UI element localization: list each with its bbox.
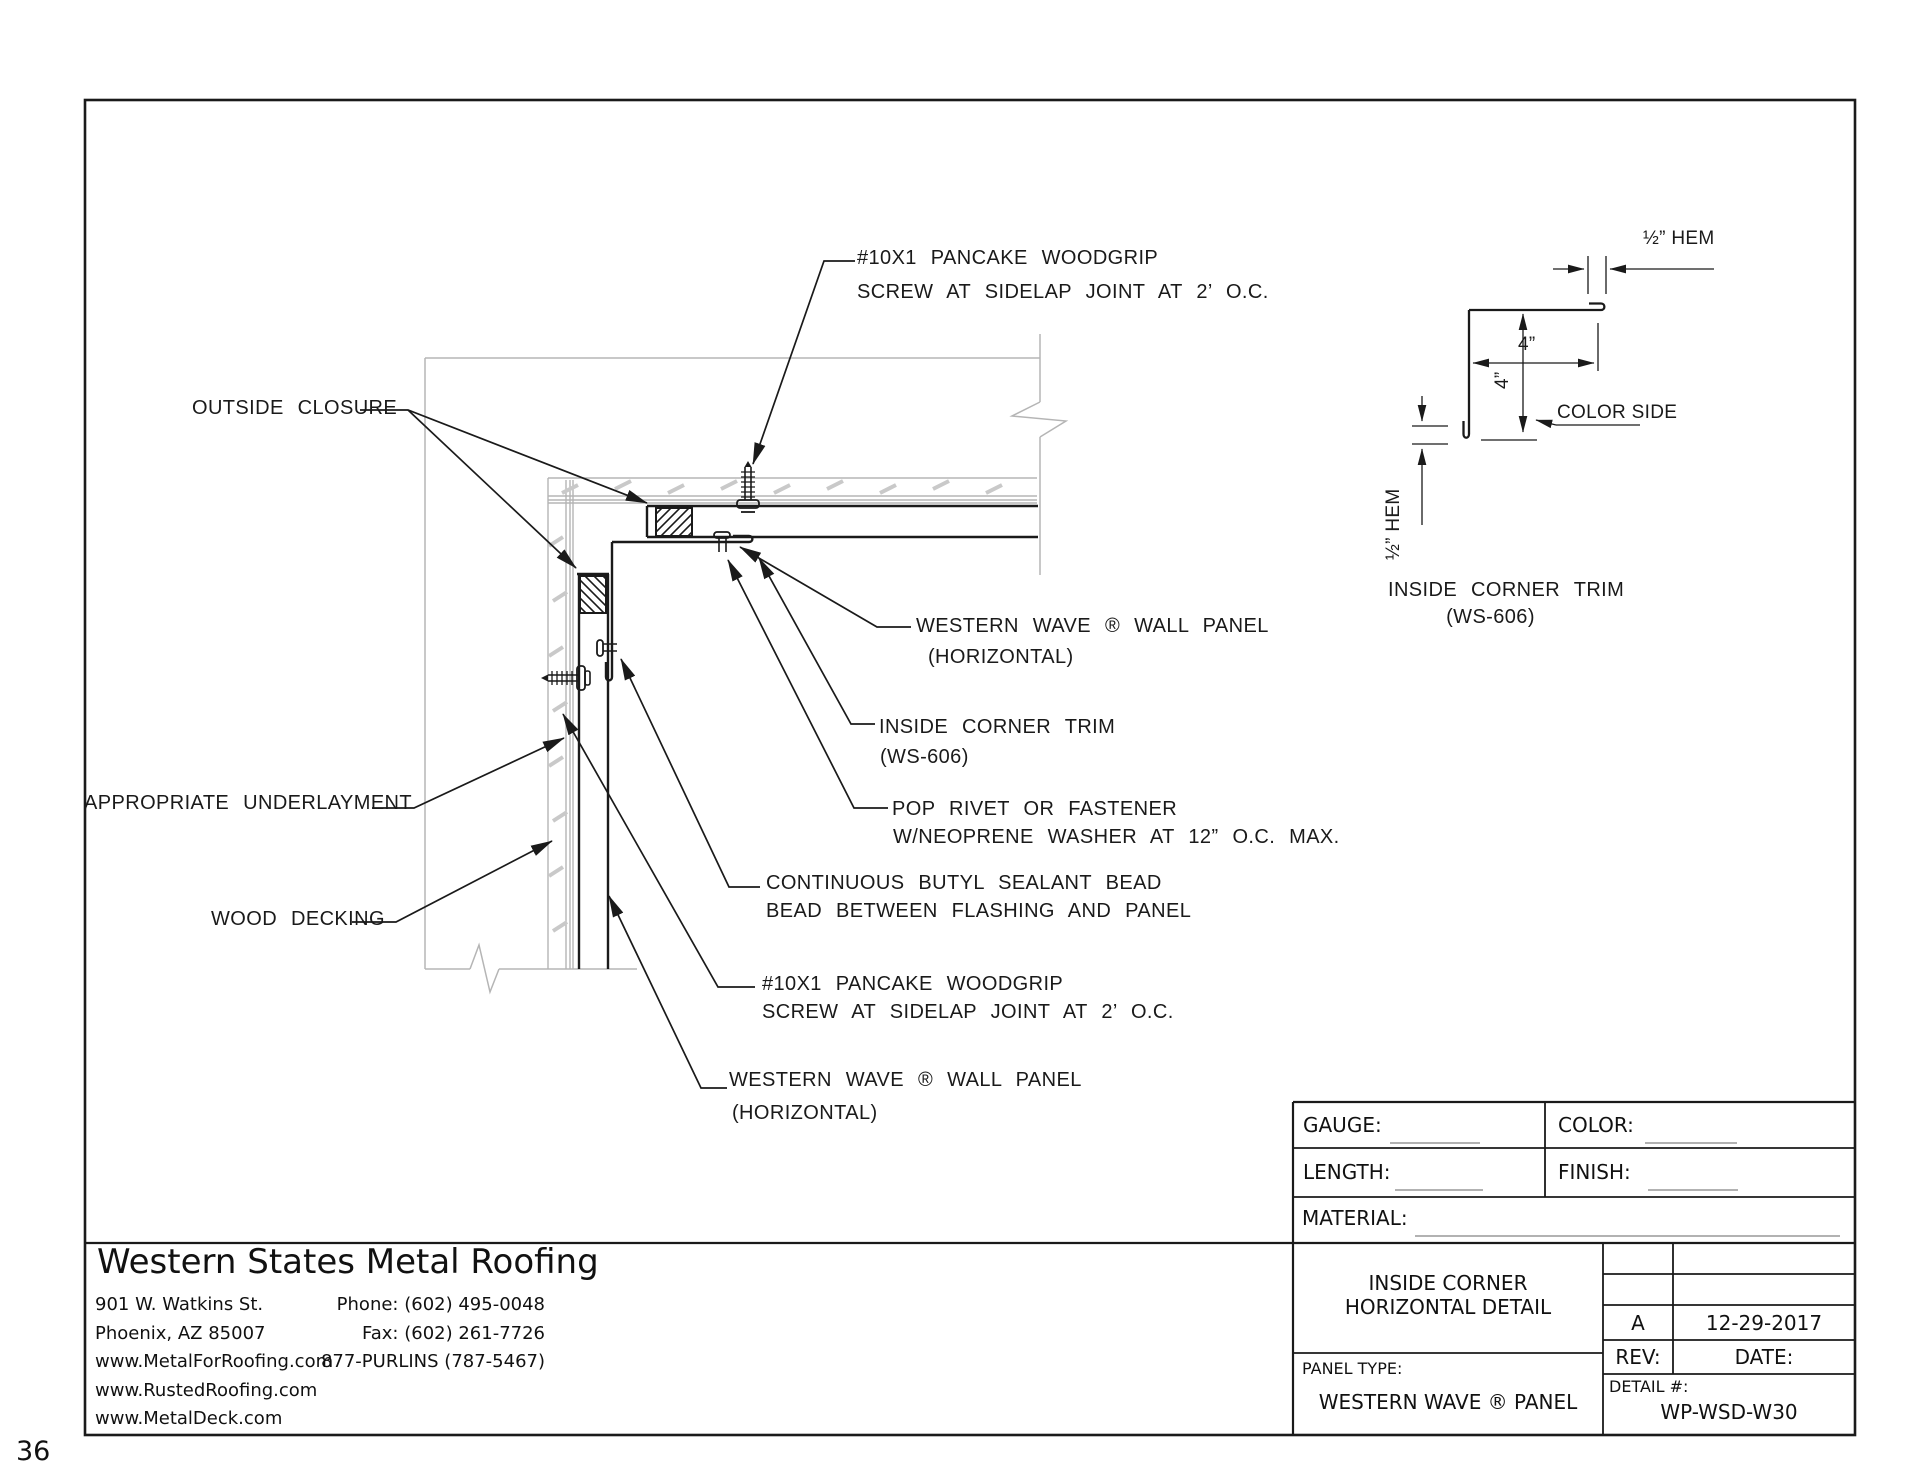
drawing-title-line2: HORIZONTAL DETAIL: [1344, 1295, 1552, 1319]
length-label: LENGTH:: [1303, 1160, 1391, 1184]
leader-screw-lower: [562, 713, 755, 988]
date-value: 12-29-2017: [1705, 1311, 1823, 1335]
inside-corner-trim-shape: [604, 534, 754, 682]
leader-butyl: [620, 658, 760, 888]
leader-screw-top: [752, 260, 855, 465]
title-block-lines: [85, 1100, 1855, 1435]
callout-butyl-line2: BEAD BETWEEN FLASHING AND PANEL: [766, 900, 1192, 922]
date-label: DATE:: [1734, 1345, 1794, 1369]
panel-type-value: WESTERN WAVE ® PANEL: [1318, 1390, 1578, 1414]
sheet-border: [83, 98, 1857, 1437]
rev-label: REV:: [1615, 1345, 1661, 1369]
company-name: Western States Metal Roofing: [97, 1242, 599, 1282]
callout-screw-lower-line2: SCREW AT SIDELAP JOINT AT 2’ O.C.: [762, 1001, 1174, 1023]
leader-wall-panel-lower: [608, 895, 727, 1089]
company-fax: Fax: (602) 261-7726: [362, 1323, 545, 1344]
leader-wood-decking: [352, 840, 553, 923]
company-website-2: www.RustedRoofing.com: [95, 1380, 318, 1401]
callout-screw-top-line1: #10X1 PANCAKE WOODGRIP: [857, 247, 1159, 269]
leader-outside-closure-2: [407, 409, 577, 569]
callout-inside-corner-trim-line1: INSIDE CORNER TRIM: [879, 716, 1116, 738]
rev-value: A: [1631, 1311, 1645, 1335]
trim-profile-shape: [1462, 302, 1606, 439]
callout-screw-lower-line1: #10X1 PANCAKE WOODGRIP: [762, 973, 1064, 995]
company-address-line1: 901 W. Watkins St.: [95, 1294, 264, 1315]
panel-type-label: PANEL TYPE:: [1302, 1359, 1403, 1378]
detail-number-label: DETAIL #:: [1609, 1377, 1689, 1396]
leader-lines: [352, 260, 911, 1089]
wall-panel-lines: [577, 504, 1038, 969]
callout-wall-panel-lower-line1: WESTERN WAVE ® WALL PANEL: [729, 1069, 1082, 1091]
woodgrip-screw-side-icon: [541, 665, 591, 691]
callout-butyl-line1: CONTINUOUS BUTYL SEALANT BEAD: [766, 872, 1162, 894]
callout-pop-rivet-line1: POP RIVET OR FASTENER: [892, 798, 1178, 820]
break-symbol-right: [1009, 334, 1069, 575]
company-website-1: www.MetalForRoofing.com: [95, 1351, 334, 1372]
callout-wall-panel-upper-line1: WESTERN WAVE ® WALL PANEL: [916, 615, 1269, 637]
profile-caption-line2: (WS-606): [1446, 606, 1535, 628]
callout-underlayment: APPROPRIATE UNDERLAYMENT: [84, 792, 413, 814]
trim-profile-dimensions: [1412, 256, 1714, 525]
callout-wall-panel-upper-line2: (HORIZONTAL): [928, 646, 1074, 668]
profile-caption-line1: INSIDE CORNER TRIM: [1388, 579, 1625, 601]
callout-pop-rivet-line2: W/NEOPRENE WASHER AT 12” O.C. MAX.: [893, 826, 1340, 848]
callout-wall-panel-lower-line2: (HORIZONTAL): [732, 1102, 878, 1124]
leader-pop-rivet: [727, 559, 888, 809]
profile-dim-horizontal: 4”: [1518, 334, 1536, 355]
callout-screw-top-line2: SCREW AT SIDELAP JOINT AT 2’ O.C.: [857, 281, 1269, 303]
profile-hem-bottom-label: ½” HEM: [1383, 488, 1404, 560]
leader-inside-corner-trim: [758, 557, 875, 725]
outside-closure-block-top: [655, 507, 693, 537]
company-phone: Phone: (602) 495-0048: [336, 1294, 545, 1315]
finish-label: FINISH:: [1558, 1160, 1631, 1184]
material-label: MATERIAL:: [1302, 1206, 1408, 1230]
pop-rivet-top-icon: [713, 531, 731, 552]
form-blank-lines: [1390, 1142, 1840, 1237]
pop-rivet-side-icon: [596, 639, 617, 657]
color-label: COLOR:: [1558, 1113, 1634, 1137]
framing-outline: [424, 334, 1069, 995]
outside-closure-block-side: [579, 575, 607, 614]
company-purlins-phone: 877-PURLINS (787-5467): [320, 1351, 545, 1372]
wood-grain-marks: [547, 479, 1003, 933]
leader-outside-closure-1: [360, 409, 648, 504]
company-address-line2: Phoenix, AZ 85007: [95, 1323, 266, 1344]
callout-outside-closure: OUTSIDE CLOSURE: [192, 397, 398, 419]
pancake-screw-top-icon: [736, 461, 760, 513]
profile-dim-vertical: 4”: [1492, 371, 1513, 390]
company-website-3: www.MetalDeck.com: [95, 1408, 283, 1429]
detail-number-value: WP-WSD-W30: [1660, 1400, 1798, 1424]
callout-inside-corner-trim-line2: (WS-606): [880, 746, 969, 768]
profile-color-side-label: COLOR SIDE: [1557, 402, 1678, 423]
callout-wood-decking: WOOD DECKING: [211, 908, 385, 930]
profile-hem-top-label: ½” HEM: [1643, 228, 1715, 249]
gauge-label: GAUGE:: [1303, 1113, 1382, 1137]
drawing-title-line1: INSIDE CORNER: [1368, 1271, 1528, 1295]
leader-wall-panel-upper: [739, 546, 911, 628]
leader-underlayment: [372, 737, 565, 809]
break-symbol-bottom: [425, 942, 637, 995]
page-number: 36: [16, 1436, 51, 1467]
